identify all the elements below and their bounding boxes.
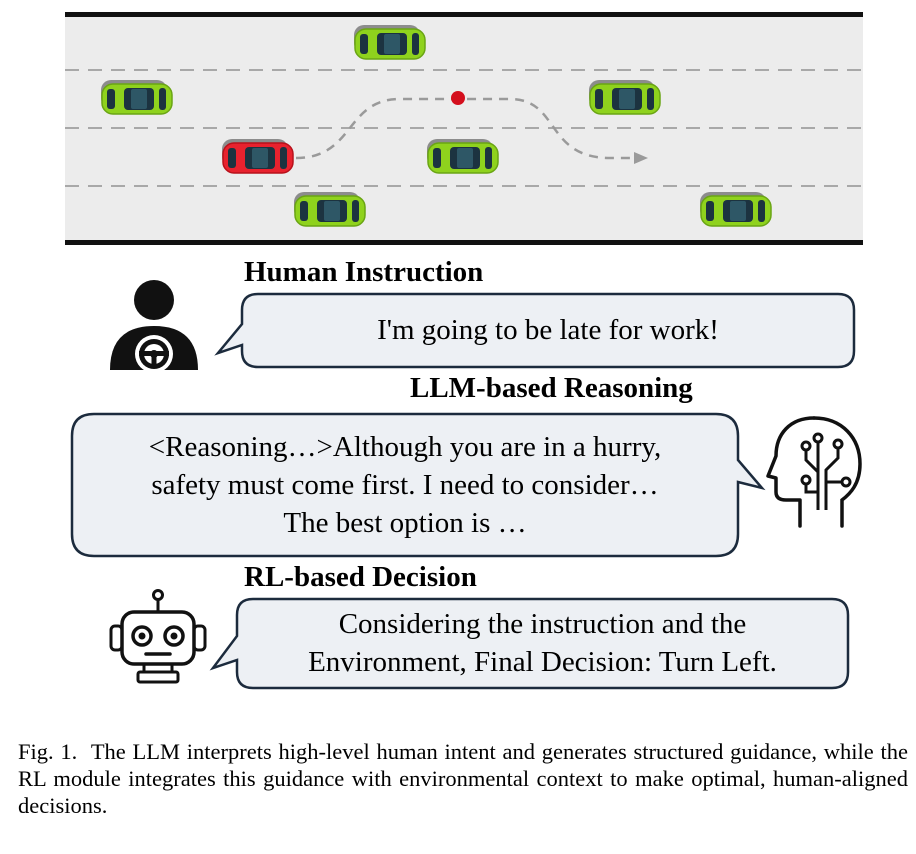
human-instruction-heading: Human Instruction (244, 256, 484, 288)
human-instruction-text: I'm going to be late for work! (377, 314, 719, 346)
road-bottom-edge (65, 240, 863, 245)
figure-label: Fig. 1. (18, 739, 78, 764)
human-speech-bubble (214, 292, 856, 369)
rl-decision-heading: RL-based Decision (244, 561, 477, 593)
caption-text: The LLM interprets high-level human inte… (18, 739, 909, 818)
robot-icon (109, 589, 207, 684)
decision-text-box: Considering the instruction and the Envi… (237, 605, 848, 681)
decision-line: Environment, Final Decision: Turn Left. (308, 646, 777, 678)
trajectory-arrowhead (634, 152, 648, 164)
reasoning-line: safety must come first. I need to consid… (151, 469, 659, 501)
reasoning-line: The best option is … (283, 507, 527, 539)
road-scene (65, 12, 863, 245)
llm-reasoning-heading: LLM-based Reasoning (410, 372, 693, 404)
ai-brain-icon (766, 416, 862, 528)
target-point (451, 91, 465, 105)
road-top-edge (65, 12, 863, 17)
driver-icon (110, 280, 198, 372)
bubble-shapes (70, 292, 856, 690)
human-instruction-text-box: I'm going to be late for work! (242, 311, 854, 349)
figure-caption: Fig. 1. The LLM interprets high-level hu… (18, 738, 908, 819)
reasoning-speech-bubble (70, 412, 766, 558)
reasoning-text-box: <Reasoning…>Although you are in a hurry,… (72, 428, 738, 542)
reasoning-line: <Reasoning…>Although you are in a hurry, (148, 431, 662, 463)
decision-line: Considering the instruction and the (338, 608, 747, 640)
decision-speech-bubble (209, 597, 850, 690)
